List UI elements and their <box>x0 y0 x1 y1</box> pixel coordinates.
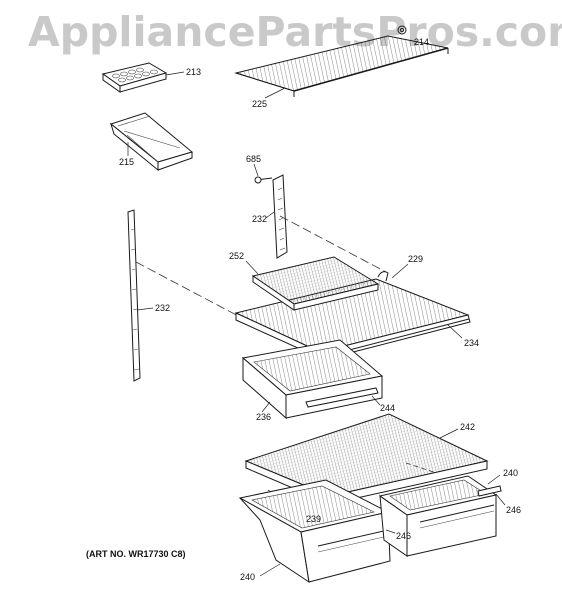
callout-232-rear: 232 <box>252 214 267 224</box>
callout-213: 213 <box>186 67 201 77</box>
callout-240-right: 240 <box>503 468 518 478</box>
crisper-drawer-right-part-240 <box>378 475 498 557</box>
callout-246-center: 246 <box>396 531 411 541</box>
egg-tray-part-213 <box>101 62 168 93</box>
callout-214: 214 <box>414 37 429 47</box>
crisper-cover-part-252 <box>251 256 380 311</box>
callout-232-side: 232 <box>155 303 170 313</box>
callout-244: 244 <box>380 403 395 413</box>
callout-239: 239 <box>306 514 321 524</box>
callout-236: 236 <box>256 412 271 422</box>
callout-685: 685 <box>246 154 261 164</box>
callout-240-left: 240 <box>240 572 255 582</box>
crisper-drawer-left-part-240 <box>238 479 391 584</box>
callout-246-right: 246 <box>506 505 521 515</box>
callout-225: 225 <box>252 99 267 109</box>
handle-part-244 <box>305 387 379 408</box>
site-watermark: AppliancePartsPros.com <box>28 8 562 56</box>
handle-part-246-right <box>477 485 502 497</box>
callout-215: 215 <box>119 157 134 167</box>
door-bin-part-215 <box>109 112 194 172</box>
art-number-label: (ART NO. WR17730 C8) <box>86 549 186 559</box>
drawer-part-236 <box>241 339 384 420</box>
callout-labels: 213 214 225 215 685 232 232 252 229 234 … <box>119 37 521 582</box>
rail-part-232-rear <box>272 174 288 259</box>
rail-part-232-side <box>127 209 141 382</box>
callout-252: 252 <box>229 251 244 261</box>
callout-229: 229 <box>408 254 423 264</box>
screw-part-685 <box>254 176 273 184</box>
clip-part-214 <box>397 25 407 35</box>
wire-shelf-part-225 <box>234 35 449 97</box>
callout-234: 234 <box>464 338 479 348</box>
callout-242: 242 <box>460 422 475 432</box>
